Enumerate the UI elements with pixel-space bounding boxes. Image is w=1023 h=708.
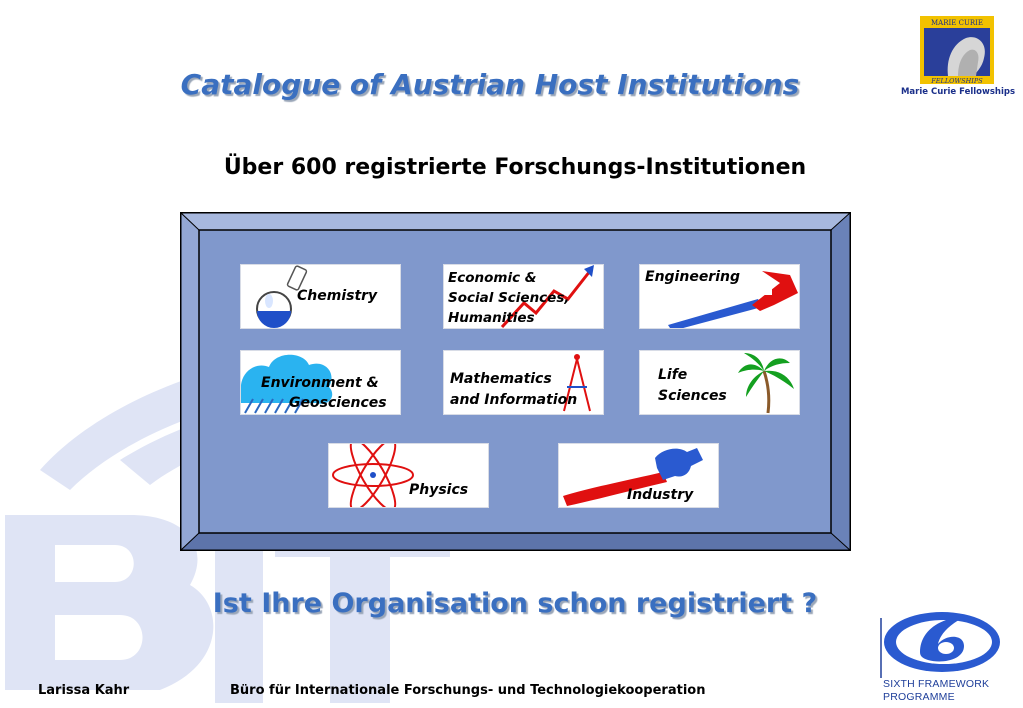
- category-label-economic: Economic & Social Sciences, Humanities: [448, 270, 570, 326]
- category-tile-engineering[interactable]: Engineering: [639, 264, 800, 329]
- svg-text:FELLOWSHIPS: FELLOWSHIPS: [930, 77, 983, 85]
- category-tile-life[interactable]: Life Sciences: [639, 350, 800, 415]
- footer-organisation: Büro für Internationale Forschungs- und …: [230, 683, 706, 698]
- fp6-caption: SIXTH FRAMEWORK PROGRAMME: [883, 678, 990, 703]
- compass-icon: [563, 354, 591, 412]
- flask-icon: [256, 265, 308, 328]
- category-tile-industry[interactable]: Industry: [558, 443, 719, 508]
- category-label-life: Life Sciences: [658, 367, 727, 404]
- palm-tree-icon: [738, 353, 794, 414]
- hammer-icon: [563, 448, 703, 506]
- marie-curie-caption: Marie Curie Fellowships: [900, 87, 1016, 97]
- category-tile-economic[interactable]: Economic & Social Sciences, Humanities: [443, 264, 604, 329]
- page-subtitle: Über 600 registrierte Forschungs-Institu…: [223, 155, 807, 180]
- footer-author: Larissa Kahr: [38, 683, 130, 698]
- svg-text:MARIE CURIE: MARIE CURIE: [931, 19, 983, 27]
- category-tile-mathematics[interactable]: Mathematics and Information: [443, 350, 604, 415]
- category-label-engineering: Engineering: [645, 269, 740, 285]
- trend-arrow-icon: [500, 265, 594, 328]
- atom-icon: [332, 444, 414, 507]
- category-tile-chemistry[interactable]: Chemistry: [240, 264, 401, 329]
- category-label-industry: Industry: [627, 487, 694, 503]
- category-label-environment: Environment & Geosciences: [261, 375, 387, 411]
- registration-question: Ist Ihre Organisation schon registriert …: [212, 588, 818, 619]
- wrench-icon: [668, 271, 798, 328]
- page-title: Catalogue of Austrian Host Institutions: [180, 68, 800, 101]
- category-label-mathematics: Mathematics and Information: [450, 371, 578, 408]
- category-label-physics: Physics: [409, 482, 469, 498]
- category-tile-physics[interactable]: Physics: [328, 443, 489, 508]
- fp6-logo: [880, 612, 1000, 678]
- cloud-rain-icon: [241, 354, 333, 414]
- marie-curie-logo: MARIE CURIE FELLOWSHIPS: [920, 16, 994, 85]
- category-tile-environment[interactable]: Environment & Geosciences: [240, 350, 401, 415]
- category-label-chemistry: Chemistry: [297, 288, 378, 304]
